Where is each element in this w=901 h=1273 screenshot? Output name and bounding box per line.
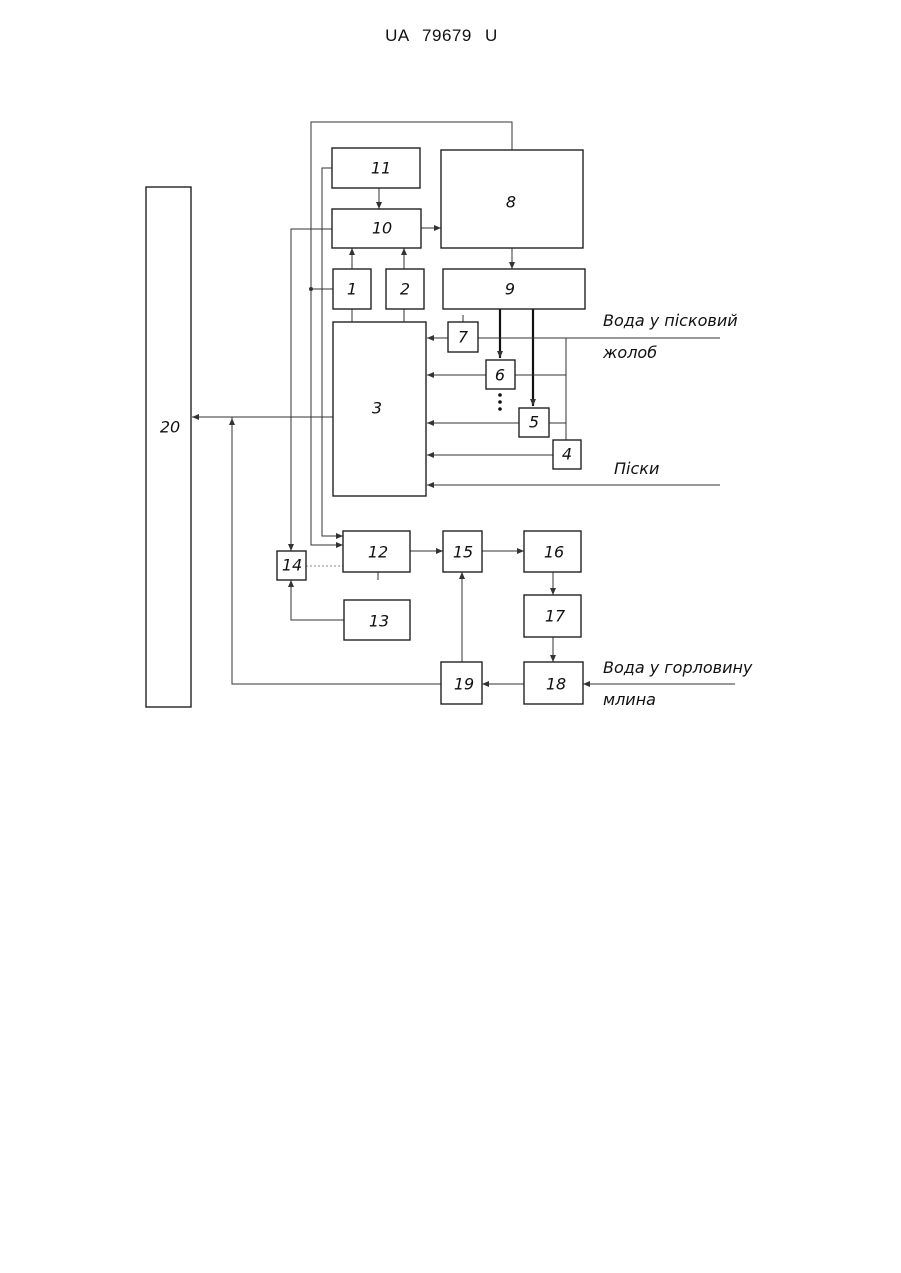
block-14: 14	[277, 551, 306, 580]
block-16: 16	[524, 531, 581, 572]
svg-text:19: 19	[454, 675, 474, 694]
svg-text:16: 16	[544, 543, 564, 562]
block-9: 9	[443, 269, 585, 309]
svg-text:2: 2	[400, 280, 410, 299]
block-1: 1	[333, 269, 371, 309]
svg-text:17: 17	[545, 607, 566, 626]
svg-text:12: 12	[368, 543, 388, 562]
block-11: 11	[332, 148, 420, 188]
block-12: 12	[343, 531, 410, 572]
svg-text:8: 8	[506, 193, 516, 212]
svg-text:18: 18	[546, 675, 566, 694]
ellipsis-dots	[498, 393, 502, 411]
block-15: 15	[443, 531, 482, 572]
svg-text:13: 13	[369, 612, 389, 631]
svg-text:9: 9	[505, 280, 515, 299]
block-17: 17	[524, 595, 581, 637]
svg-text:11: 11	[371, 159, 391, 178]
caption-sands: Піски	[614, 459, 659, 478]
block-3: 3	[333, 322, 426, 496]
block-7: 7	[448, 322, 478, 352]
block-8: 8	[441, 150, 583, 248]
svg-text:4: 4	[562, 445, 572, 464]
caption-water-mill-neck-2: млина	[603, 690, 656, 709]
svg-text:15: 15	[453, 543, 473, 562]
caption-water-mill-neck-1: Вода у горловину	[603, 658, 753, 677]
svg-text:20: 20	[160, 418, 180, 437]
svg-text:10: 10	[372, 219, 392, 238]
svg-text:14: 14	[282, 556, 302, 575]
svg-text:7: 7	[458, 328, 469, 347]
svg-text:3: 3	[372, 399, 382, 418]
caption-water-sand-chute-2: жолоб	[602, 343, 657, 362]
block-5: 5	[519, 408, 549, 437]
block-13: 13	[344, 600, 410, 640]
block-20: 20	[146, 187, 191, 707]
svg-text:1: 1	[347, 280, 357, 299]
block-18: 18	[524, 662, 583, 704]
caption-water-sand-chute-1: Вода у пісковий	[603, 311, 738, 330]
block-19: 19	[441, 662, 482, 704]
svg-text:6: 6	[495, 366, 505, 385]
block-6: 6	[486, 360, 515, 389]
block-10: 10	[332, 209, 421, 248]
svg-text:5: 5	[529, 413, 539, 432]
block-4: 4	[553, 440, 581, 469]
block-2: 2	[386, 269, 424, 309]
